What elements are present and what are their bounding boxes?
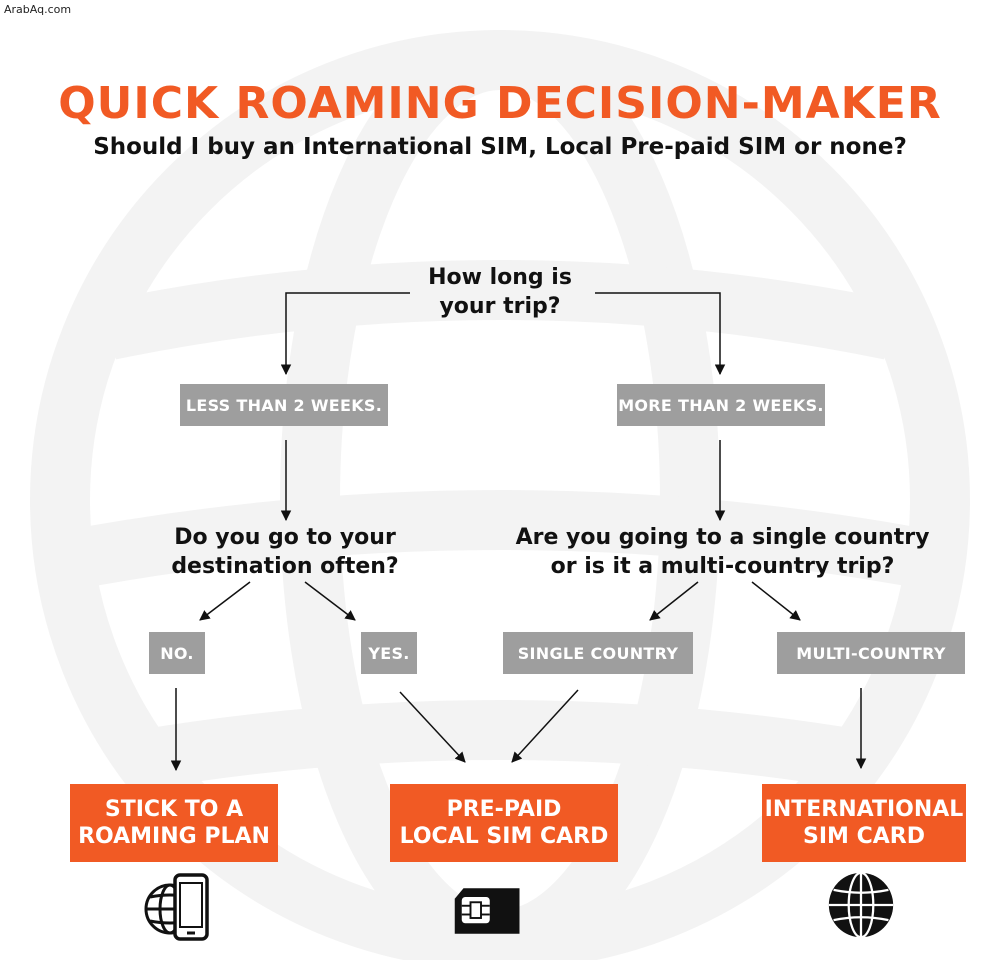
page-title: QUICK ROAMING DECISION-MAKER	[58, 78, 942, 129]
arrow-trip-to-more	[595, 292, 726, 376]
option-yes: YES.	[361, 632, 417, 674]
option-no: NO.	[149, 632, 205, 674]
outcome-local-sim: PRE-PAID LOCAL SIM CARD	[390, 784, 618, 862]
arrow-question-to-single	[649, 581, 699, 621]
sim-card-icon	[454, 888, 520, 934]
arrow-question-to-no	[199, 581, 251, 621]
option-single-country: SINGLE COUNTRY	[503, 632, 693, 674]
question-destination-often: Do you go to your destination often?	[171, 525, 399, 579]
arrow-question-to-yes	[304, 581, 356, 621]
watermark: ArabAq.com	[4, 3, 72, 16]
outcome-roaming-plan: STICK TO A ROAMING PLAN	[70, 784, 278, 862]
phone-globe-icon	[144, 873, 209, 941]
arrow-question-to-multi	[751, 581, 801, 621]
arrow-single-to-local	[511, 689, 579, 763]
option-more-than-2-weeks: MORE THAN 2 WEEKS.	[617, 384, 825, 426]
globe-icon	[828, 871, 894, 939]
arrow-trip-to-less	[280, 292, 410, 376]
option-multi-country: MULTI-COUNTRY	[777, 632, 965, 674]
question-trip-length: How long is your trip?	[428, 265, 572, 319]
page-subtitle: Should I buy an International SIM, Local…	[93, 134, 907, 160]
option-less-than-2-weeks: LESS THAN 2 WEEKS.	[180, 384, 388, 426]
question-country-type: Are you going to a single country or is …	[515, 525, 930, 579]
arrow-yes-to-local	[399, 691, 466, 763]
outcome-international-sim: INTERNATIONAL SIM CARD	[762, 784, 966, 862]
